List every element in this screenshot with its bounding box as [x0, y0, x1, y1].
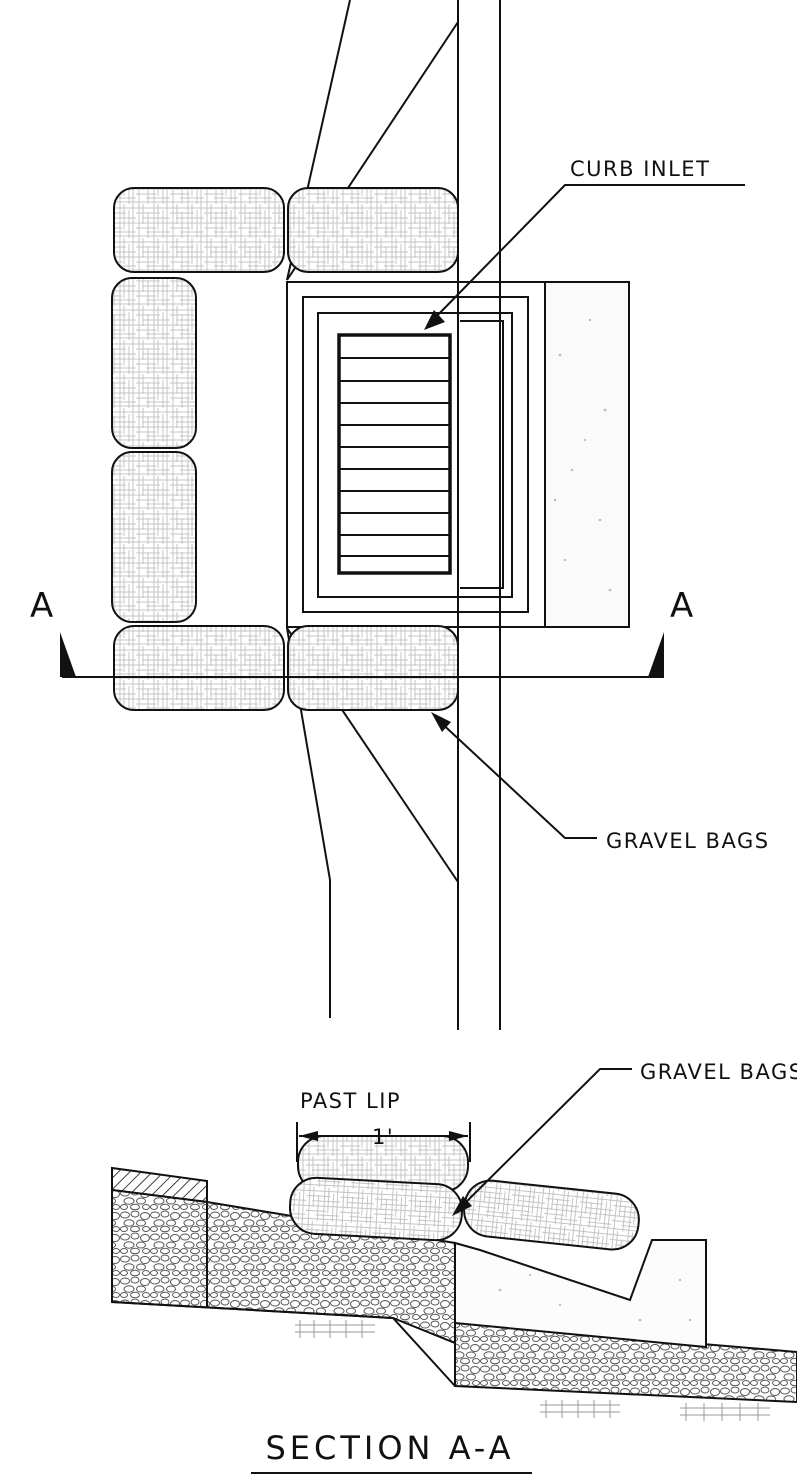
gravel-bag [111, 451, 197, 623]
curb-inlet-structure [286, 281, 546, 628]
dimension-value: 1' [372, 1125, 394, 1149]
dimension-past-lip: PAST LIP 1' [296, 1089, 471, 1162]
gravel-bags-section-label: GRAVEL BAGS [640, 1060, 797, 1084]
concrete-curb-gutter [454, 1239, 707, 1349]
gravel-bag [463, 1179, 640, 1251]
gravel-bags-plan-label: GRAVEL BAGS [606, 829, 770, 853]
curb-inlet-label: CURB INLET [570, 157, 710, 181]
concrete-curb-panel [544, 281, 630, 628]
callout-gravel-bags-plan: GRAVEL BAGS [431, 712, 770, 853]
section-arrow-right [648, 632, 664, 677]
callout-gravel-bags-section: GRAVEL BAGS [452, 1060, 797, 1216]
section-cut-line: A A [30, 586, 693, 678]
gravel-bags-plan [111, 187, 459, 711]
gravel-bag [287, 625, 459, 711]
section-arrow-left [60, 632, 76, 677]
subgrade-line [111, 1301, 456, 1387]
plan-view: A A CURB INLET GRAVEL BAGS [30, 0, 770, 1030]
gravel-bags-section [288, 1135, 640, 1251]
gravel-bag [113, 625, 285, 711]
gutter-line-lower [286, 627, 331, 1018]
gravel-bag [288, 1176, 464, 1242]
section-label-left: A [30, 586, 53, 626]
callout-curb-inlet: CURB INLET [424, 157, 745, 330]
section-view: PAST LIP 1' GRAVEL BAGS SECTION A-A [111, 1060, 797, 1474]
gravel-bag [113, 187, 285, 273]
gravel-bag [111, 277, 197, 449]
past-lip-label: PAST LIP [300, 1089, 401, 1113]
section-title: SECTION A-A [265, 1429, 514, 1467]
ground-marks [295, 1320, 770, 1421]
gravel-bag [287, 187, 459, 273]
inlet-grate [339, 357, 450, 557]
section-label-right: A [670, 586, 693, 626]
